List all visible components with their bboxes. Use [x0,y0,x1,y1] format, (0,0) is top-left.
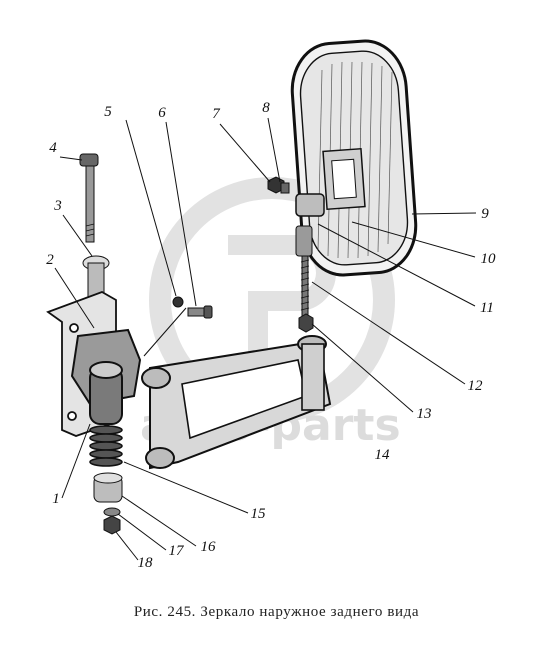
mirror-ball-joint [295,193,325,217]
mirror-assembly [290,39,418,277]
callout-7: 7 [212,106,221,122]
body-1 [70,328,142,425]
callout-labels: 1 2 3 4 5 6 7 8 9 10 11 12 13 14 15 16 1… [46,100,496,571]
spring-15 [89,425,123,467]
callout-11: 11 [480,300,494,316]
callout-15: 15 [251,506,267,522]
callout-17: 17 [169,543,186,559]
callout-12: 12 [468,378,484,394]
leader-lines [54,117,477,561]
callout-18: 18 [138,555,154,571]
figure-caption: Рис. 245. Зеркало наружное заднего вида [133,604,420,620]
rod-thread [300,259,310,311]
callout-2: 2 [46,252,54,268]
washer-17 [103,507,121,517]
callout-5: 5 [104,104,112,120]
callout-16: 16 [201,539,217,555]
callout-1: 1 [52,491,60,507]
callout-9: 9 [481,206,489,222]
callout-14: 14 [375,447,391,463]
nut-13 [298,313,314,333]
callout-10: 10 [481,251,497,267]
callout-6: 6 [158,105,166,121]
rod-12 [295,225,313,319]
callout-13: 13 [417,406,432,422]
nut-5 [172,296,184,308]
washer-16 [93,472,123,503]
callout-3: 3 [53,198,62,214]
callout-8: 8 [262,100,270,116]
mirror-bracket-window [331,158,357,200]
nut-18 [103,515,121,535]
screw-6 [187,305,213,319]
exploded-view-drawing: auto-parts [46,39,496,571]
bolt-thread [85,223,95,237]
bolt-4 [79,153,99,243]
callout-4: 4 [49,140,57,156]
screw-8 [280,182,290,194]
arm-14 [141,335,332,470]
